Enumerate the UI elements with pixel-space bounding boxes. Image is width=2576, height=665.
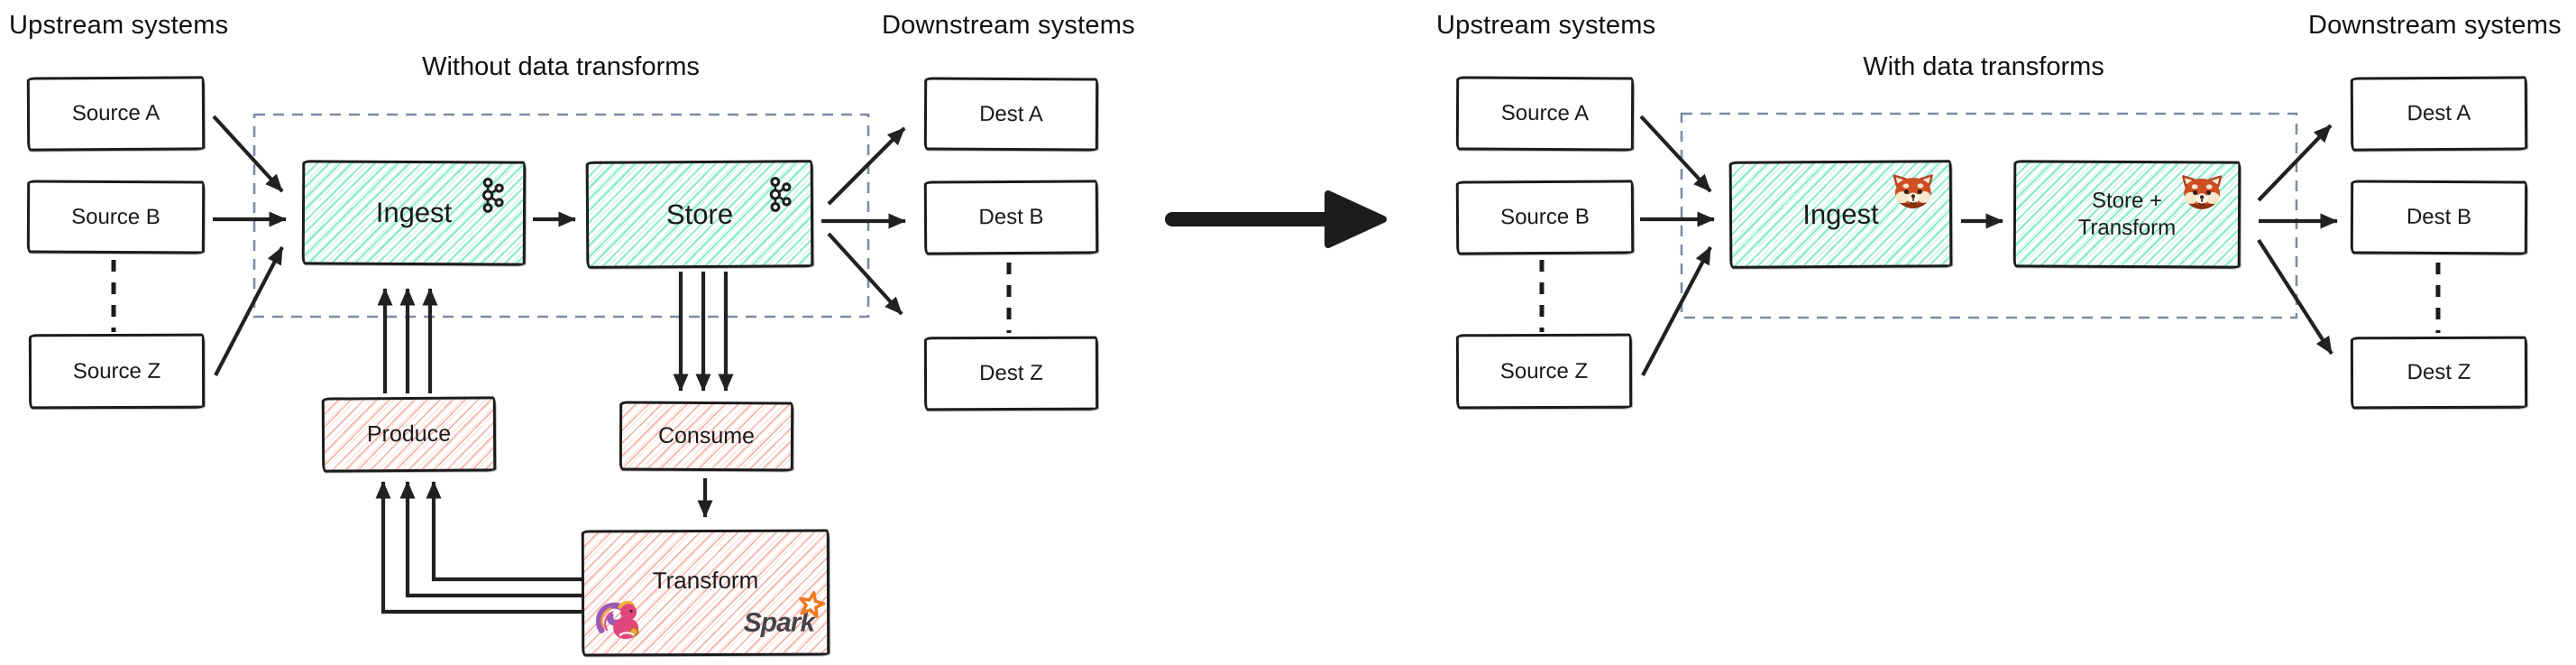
source-b-label: Source B — [1500, 204, 1590, 230]
left-downstream-heading: Downstream systems — [882, 11, 1135, 40]
dest-a-label: Dest A — [2406, 100, 2471, 126]
dest-b-node: Dest B — [923, 180, 1099, 255]
redpanda-icon — [2182, 173, 2223, 218]
dest-z-label: Dest Z — [979, 360, 1043, 386]
ingest-node: Ingest — [301, 160, 527, 266]
source-a-node: Source A — [26, 76, 206, 152]
spark-star-icon — [796, 590, 827, 626]
source-z-label: Source Z — [72, 358, 161, 383]
ingest-label: Ingest — [1802, 198, 1879, 230]
dest-b-label: Dest B — [978, 204, 1044, 230]
dest-z-node: Dest Z — [923, 336, 1099, 411]
store-node: Store — [585, 160, 814, 269]
source-z-node: Source Z — [28, 333, 206, 410]
redpanda-icon — [1893, 172, 1933, 217]
produce-label: Produce — [366, 420, 452, 448]
kafka-icon — [768, 176, 792, 219]
store-transform-line1: Store + — [2091, 188, 2163, 213]
dest-a-node: Dest A — [2350, 76, 2528, 152]
transform-node: Transform Spark — [581, 529, 830, 657]
consume-node: Consume — [619, 401, 794, 472]
produce-node: Produce — [321, 396, 497, 473]
store-label: Store — [665, 198, 734, 230]
right-downstream-heading: Downstream systems — [2308, 11, 2562, 40]
source-b-node: Source B — [26, 180, 206, 254]
left-upstream-heading: Upstream systems — [9, 11, 229, 40]
kafka-icon — [481, 177, 504, 220]
dest-b-node: Dest B — [2350, 180, 2528, 255]
spark-logo: Spark — [744, 591, 826, 639]
source-a-label: Source A — [71, 100, 160, 126]
dest-z-label: Dest Z — [2406, 359, 2471, 385]
dest-a-label: Dest A — [979, 101, 1043, 126]
source-z-label: Source Z — [1499, 358, 1589, 383]
ingest-node: Ingest — [1728, 160, 1953, 269]
flink-squirrel-icon — [595, 596, 643, 647]
right-diagram-title: With data transforms — [1863, 52, 2104, 81]
dest-b-label: Dest B — [2406, 204, 2472, 230]
store-transform-node: Store + Transform — [2012, 160, 2241, 269]
ingest-label: Ingest — [375, 196, 453, 229]
right-upstream-heading: Upstream systems — [1436, 11, 1656, 40]
source-a-label: Source A — [1500, 100, 1590, 126]
consume-label: Consume — [657, 422, 756, 449]
dest-a-node: Dest A — [923, 77, 1099, 152]
ellipsis-connectors — [111, 260, 2441, 333]
store-transform-label: Store + Transform — [2078, 187, 2177, 242]
left-diagram-title: Without data transforms — [422, 52, 700, 81]
transform-label: Transform — [652, 566, 759, 594]
source-a-node: Source A — [1455, 76, 1635, 152]
dest-z-node: Dest Z — [2350, 336, 2528, 410]
source-b-label: Source B — [71, 204, 160, 229]
source-b-node: Source B — [1455, 180, 1635, 255]
store-transform-line2: Transform — [2077, 215, 2177, 240]
big-transition-arrow — [1165, 190, 1387, 248]
source-z-node: Source Z — [1455, 333, 1633, 410]
